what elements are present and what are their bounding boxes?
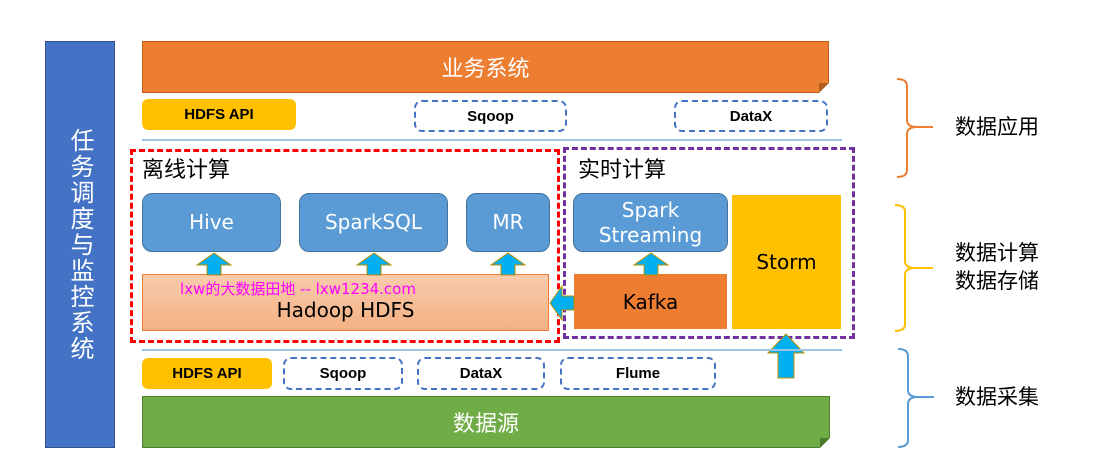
layer-divider-bottom (142, 349, 842, 351)
tool-label: DataX (729, 107, 773, 125)
layer-label-application: 数据应用 (955, 113, 1039, 141)
bottom-tool-datax: DataX (417, 357, 545, 390)
data-source-banner: 数据源 (142, 396, 830, 448)
top-tool-datax: DataX (674, 100, 828, 132)
tool-label: Sqoop (319, 365, 367, 382)
engine-mr: MR (466, 193, 550, 252)
storm-label: Storm (756, 250, 817, 274)
layer-label-line: 数据计算 (955, 241, 1039, 265)
offline-computing-group (130, 149, 560, 343)
arrow-up-icon (489, 252, 527, 276)
arrow-left-icon (549, 284, 575, 322)
layer-divider-top (142, 139, 842, 141)
brace-icon (894, 204, 933, 332)
hadoop-hdfs-storage: Hadoop HDFS (142, 274, 549, 331)
kafka-queue: Kafka (574, 274, 727, 329)
top-tool-hdfs-api: HDFS API (142, 99, 296, 130)
kafka-label: Kafka (622, 289, 679, 314)
realtime-computing-group (563, 147, 855, 339)
business-system-banner: 业务系统 (142, 41, 829, 93)
engine-spark-streaming: Spark Streaming (573, 193, 728, 252)
engine-label: SparkSQL (324, 210, 423, 234)
offline-title: 离线计算 (142, 158, 231, 183)
tool-label: Sqoop (467, 107, 514, 125)
top-tool-sqoop: Sqoop (414, 100, 567, 132)
tool-label: HDFS API (184, 106, 254, 123)
arrow-up-icon (766, 333, 806, 379)
layer-label-compute-storage: 数据计算 数据存储 (955, 239, 1039, 296)
storm-engine: Storm (732, 195, 841, 329)
folded-corner-icon (819, 83, 829, 93)
arrow-up-icon (632, 252, 670, 276)
bottom-tool-flume: Flume (560, 357, 716, 390)
data-source-label: 数据源 (452, 412, 519, 437)
brace-icon (896, 78, 933, 178)
bottom-tool-sqoop: Sqoop (283, 357, 403, 390)
brace-icon (897, 348, 934, 448)
arrow-up-icon (355, 252, 393, 276)
arrow-up-icon (195, 252, 233, 276)
engine-label: Spark (621, 197, 680, 222)
engine-label: MR (492, 210, 524, 234)
layer-label-collection: 数据采集 (955, 383, 1039, 411)
layer-label-line: 数据采集 (955, 385, 1039, 409)
bottom-tool-hdfs-api: HDFS API (142, 358, 272, 389)
engine-label: Streaming (598, 222, 703, 247)
engine-sparksql: SparkSQL (299, 193, 448, 252)
folded-corner-icon (820, 438, 830, 448)
layer-label-line: 数据存储 (955, 269, 1039, 294)
tool-label: HDFS API (172, 365, 242, 382)
hdfs-label: Hadoop HDFS (276, 297, 415, 322)
watermark-text: lxw的大数据田地 -- lxw1234.com (180, 280, 416, 298)
business-system-label: 业务系统 (441, 57, 530, 82)
engine-hive: Hive (142, 193, 281, 252)
tool-label: DataX (459, 365, 503, 382)
layer-label-line: 数据应用 (955, 115, 1039, 139)
sidebar-label: 任务调度与监控系统 (66, 127, 94, 362)
engine-label: Hive (189, 210, 234, 234)
realtime-title: 实时计算 (578, 158, 667, 183)
tool-label: Flume (615, 365, 661, 382)
scheduler-monitor-system: 任务调度与监控系统 (45, 41, 115, 448)
